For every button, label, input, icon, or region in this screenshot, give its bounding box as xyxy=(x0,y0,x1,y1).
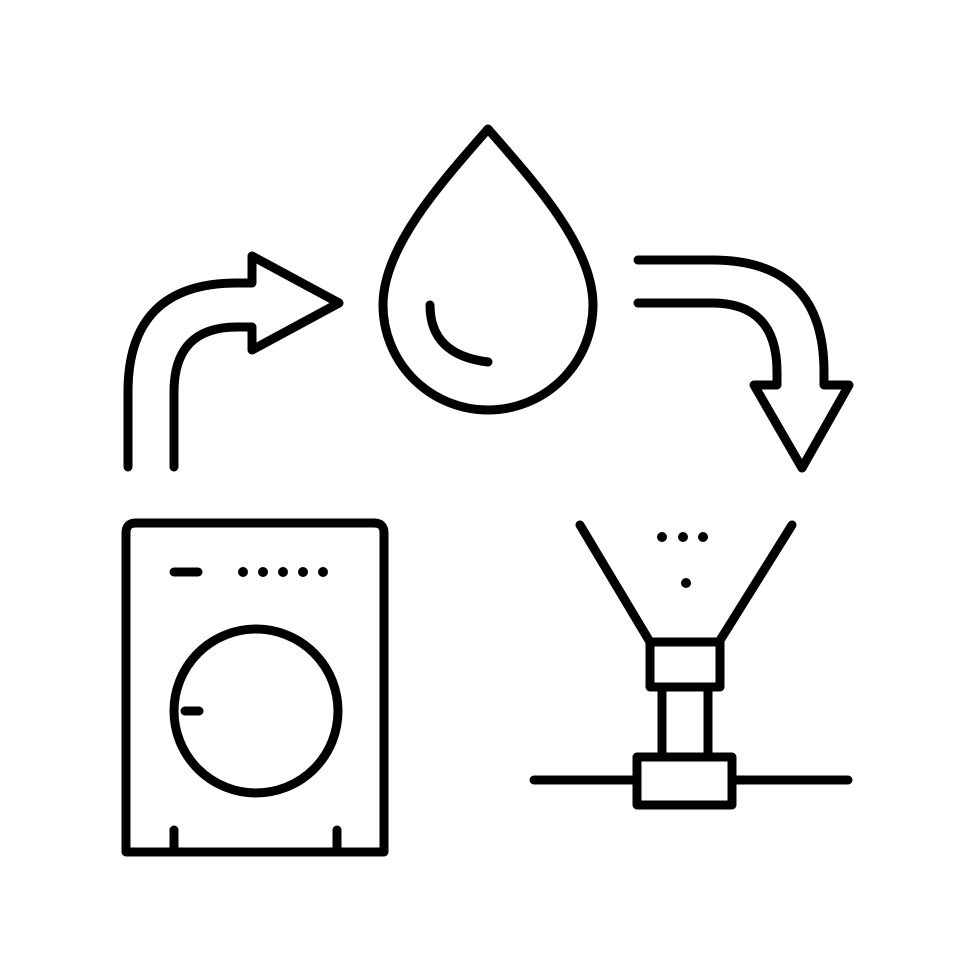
sprinkler-right-spray xyxy=(714,520,797,647)
sprinkler-icon xyxy=(529,520,853,810)
water-drop-outline xyxy=(378,124,598,415)
washing-machine-body xyxy=(121,518,389,857)
sprinkler-base-connector xyxy=(632,752,737,810)
sprinkler-water-drops xyxy=(657,532,708,588)
curved-arrow-up-right-icon xyxy=(123,251,344,472)
sprinkler-left-spray xyxy=(575,520,655,647)
sprinkler-head xyxy=(645,637,725,692)
washing-machine-indicator-dots xyxy=(238,567,328,577)
washing-machine-icon xyxy=(121,518,389,857)
water-drop-highlight xyxy=(425,300,493,367)
water-drop-icon xyxy=(378,124,598,415)
curved-arrow-down-right-icon xyxy=(633,255,854,473)
washing-machine-door xyxy=(169,624,343,798)
